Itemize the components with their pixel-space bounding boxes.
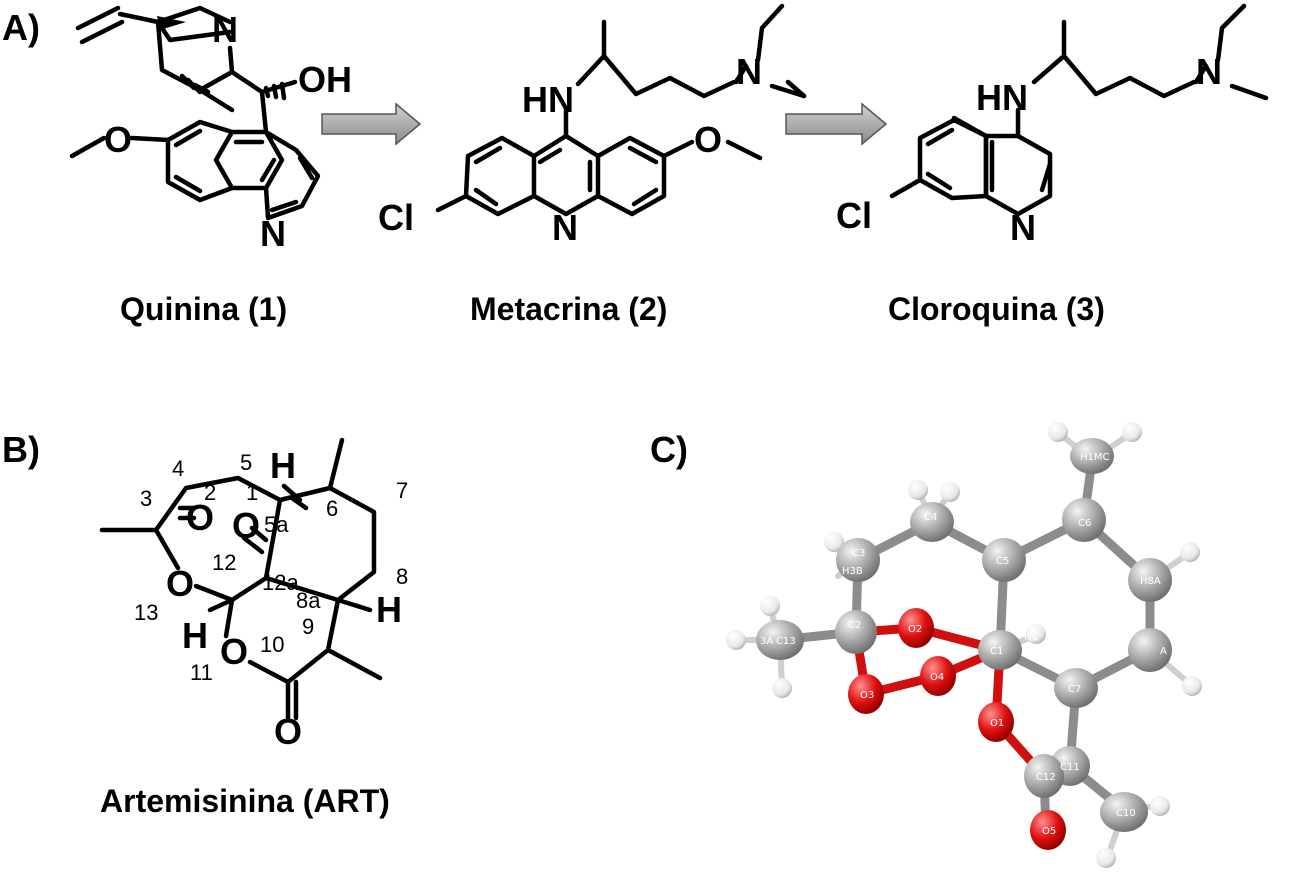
compound-name-cloroquina: Cloroquina (3) — [888, 291, 1105, 327]
svg-text:C6: C6 — [1078, 518, 1091, 529]
svg-text:C13: C13 — [776, 636, 796, 647]
mepacrine-HN: HN — [522, 79, 574, 120]
mepacrine-N-ring: N — [552, 207, 578, 248]
art-number-13: 13 — [134, 600, 158, 625]
mepacrine-O: O — [694, 119, 722, 160]
mepacrine-Cl: Cl — [378, 197, 414, 238]
panel-label-a: A) — [2, 7, 40, 48]
arrow-mepacrine-to-chloroquine — [785, 102, 888, 146]
artemisinin-O-1: O — [232, 505, 260, 546]
panel-label-b: B) — [2, 429, 40, 470]
svg-text:H8A: H8A — [1140, 576, 1161, 587]
arrow-quinine-to-mepacrine — [321, 102, 422, 146]
quinine-O: O — [104, 119, 132, 160]
svg-text:O3: O3 — [860, 690, 874, 701]
compound-name-quinina: Quinina (1) — [120, 291, 287, 327]
svg-text:C5: C5 — [996, 556, 1009, 567]
chloroquine-N-amine: N — [1196, 51, 1222, 92]
svg-text:C4: C4 — [924, 512, 937, 523]
art-number-12: 12 — [212, 550, 236, 575]
crystal-oxygen-atoms — [848, 608, 1066, 850]
svg-text:O4: O4 — [930, 672, 944, 683]
art-number-8a: 8a — [296, 588, 321, 613]
svg-text:O5: O5 — [1042, 826, 1056, 837]
art-number-7: 7 — [396, 478, 408, 503]
chloroquine-N-ring: N — [1010, 207, 1036, 248]
svg-text:A: A — [1160, 646, 1167, 657]
compound-name-metacrina: Metacrina (2) — [470, 291, 667, 327]
art-number-9: 9 — [302, 614, 314, 639]
art-number-3: 3 — [140, 486, 152, 511]
svg-text:C1: C1 — [990, 646, 1003, 657]
artemisinin-O-11: O — [220, 631, 248, 672]
svg-text:C7: C7 — [1068, 684, 1081, 695]
mepacrine-structure: HN N O Cl N — [378, 3, 807, 248]
chloroquine-Cl: Cl — [836, 195, 872, 236]
svg-text:C12: C12 — [1036, 772, 1056, 783]
artemisinin-H-5a: H — [270, 445, 296, 486]
artemisinin-O-13: O — [166, 563, 194, 604]
crystal-structure-model: C1 C2 C3 C4 C5 C6 C7 C10 C11 C12 C13 O1 … — [726, 422, 1202, 868]
svg-text:O1: O1 — [990, 718, 1004, 729]
crystal-carbon-atoms — [756, 438, 1172, 832]
svg-text:C11: C11 — [1060, 762, 1080, 773]
art-number-10: 10 — [260, 632, 284, 657]
chloroquine-structure: HN N Cl N — [836, 3, 1269, 248]
crystal-hydrogen-atoms — [726, 422, 1202, 868]
svg-text:H6: H6 — [1024, 632, 1038, 643]
art-number-2: 2 — [204, 480, 216, 505]
art-number-8: 8 — [396, 564, 408, 589]
artemisinin-O-carbonyl: O — [274, 711, 302, 752]
svg-text:H1MC: H1MC — [1080, 452, 1110, 463]
art-number-6: 6 — [326, 496, 338, 521]
artemisinin-O-2: O — [186, 497, 214, 538]
quinine-N-ring: N — [260, 213, 286, 254]
compound-name-artemisinina: Artemisinina (ART) — [100, 783, 390, 819]
svg-text:C10: C10 — [1116, 808, 1136, 819]
svg-text:C2: C2 — [848, 620, 861, 631]
art-number-12a: 12a — [262, 570, 299, 595]
panel-label-c: C) — [650, 429, 688, 470]
artemisinin-H-12: H — [182, 615, 208, 656]
quinine-N-bridge: N — [212, 9, 238, 50]
crystal-atom-labels: C1 C2 C3 C4 C5 C6 C7 C10 C11 C12 C13 O1 … — [760, 452, 1167, 837]
art-number-11: 11 — [190, 660, 213, 685]
chloroquine-HN: HN — [976, 77, 1028, 118]
quinine-structure: N OH O N — [69, 5, 352, 254]
svg-text:C3: C3 — [852, 548, 865, 559]
art-number-1: 1 — [246, 480, 258, 505]
artemisinin-structure: H O O O H H O O 1 2 3 4 5 5a 6 7 8 8a 9 … — [99, 437, 408, 752]
quinine-OH: OH — [298, 59, 352, 100]
mepacrine-N-amine: N — [736, 51, 762, 92]
art-number-4: 4 — [172, 456, 184, 481]
svg-text:O2: O2 — [908, 624, 922, 635]
artemisinin-H-8a: H — [376, 589, 402, 630]
svg-text:3A: 3A — [760, 636, 773, 647]
svg-text:H3B: H3B — [842, 566, 863, 577]
art-number-5a: 5a — [264, 512, 289, 537]
art-number-5: 5 — [240, 450, 252, 475]
